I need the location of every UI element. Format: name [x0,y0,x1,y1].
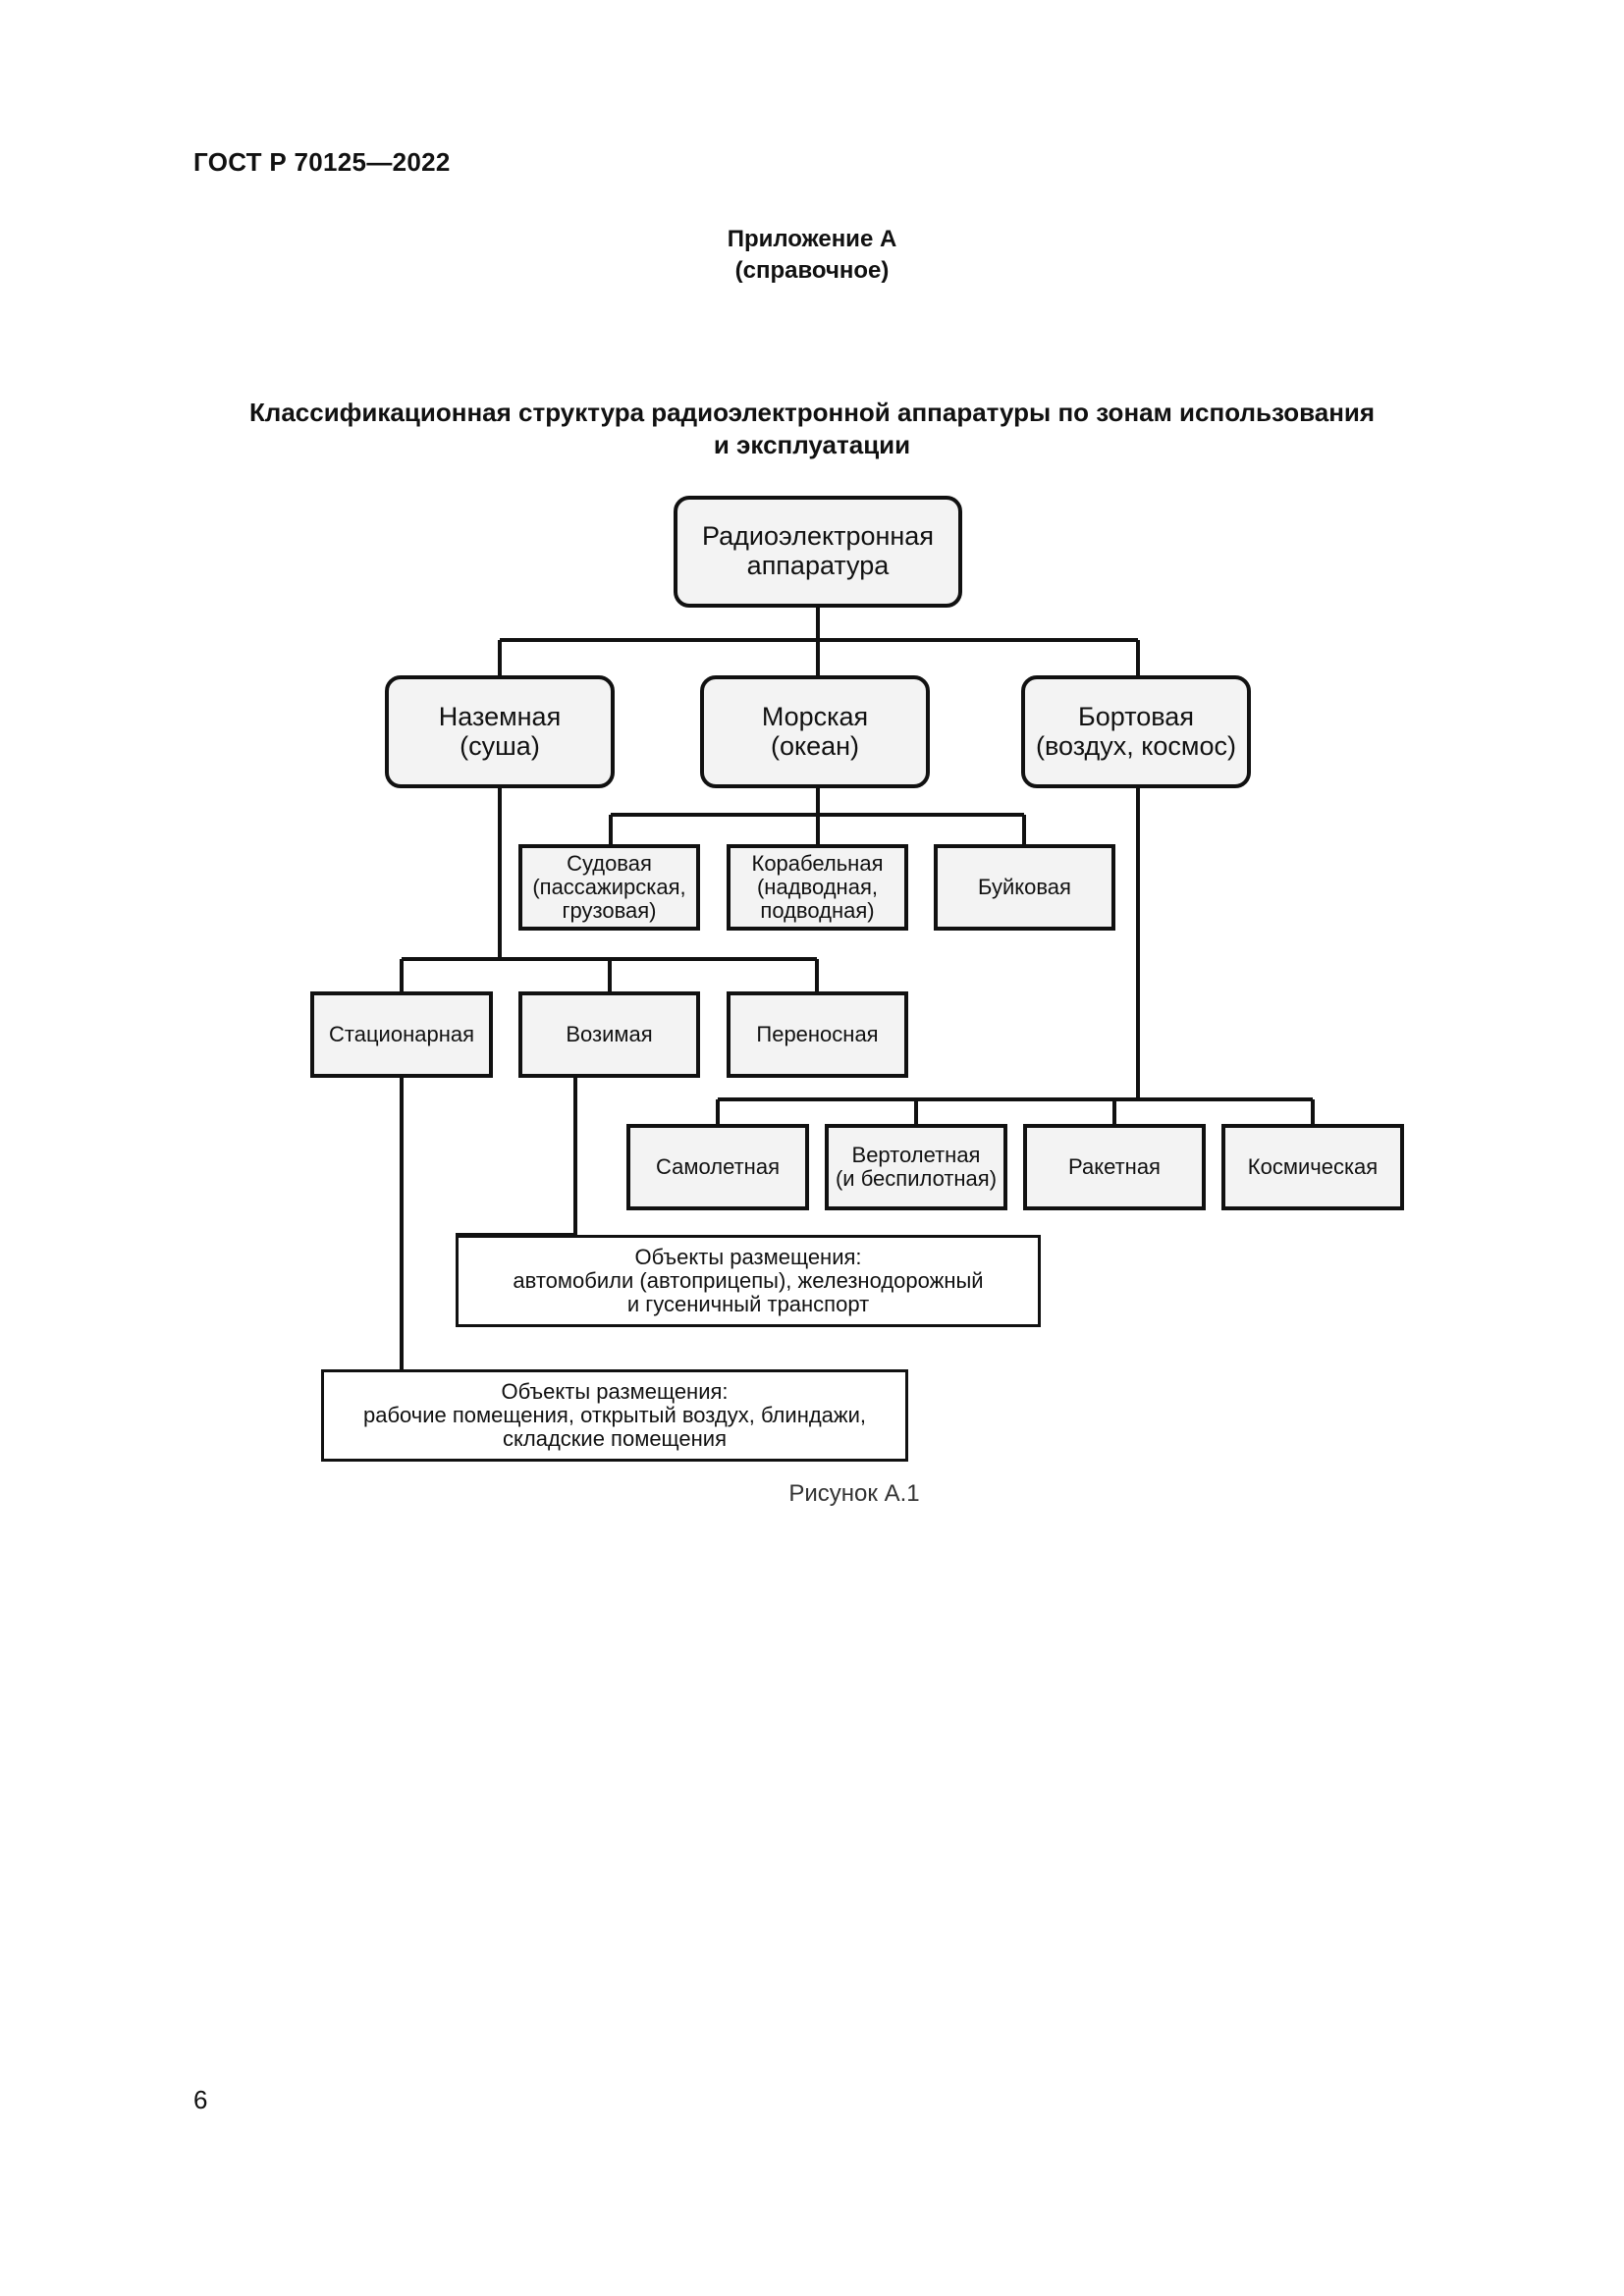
portable-node: Переносная [727,991,908,1078]
vehicle-objects-node-label: Объекты размещения: автомобили (автоприц… [513,1244,984,1317]
ship-civil-node-label: Судовая (пассажирская, грузовая) [532,850,686,924]
ship-navy-node-label: Корабельная (надводная, подводная) [751,850,884,924]
aircraft-node-label: Самолетная [656,1153,780,1179]
figure-caption: Рисунок А.1 [788,1480,920,1507]
stationary-node-label: Стационарная [329,1021,474,1046]
stationary-objects-node: Объекты размещения: рабочие помещения, о… [321,1369,908,1462]
ground-node-label: Наземная (суша) [438,701,562,761]
aircraft-node: Самолетная [626,1124,809,1210]
airborne-node: Бортовая (воздух, космос) [1021,675,1251,788]
vehicle-objects-node: Объекты размещения: автомобили (автоприц… [456,1235,1041,1327]
sea-node-label: Морская (океан) [761,701,869,761]
airborne-node-label: Бортовая (воздух, космос) [1036,701,1236,761]
stationary-node: Стационарная [310,991,493,1078]
ship-navy-node: Корабельная (надводная, подводная) [727,844,908,931]
rocket-node-label: Ракетная [1068,1153,1161,1179]
portable-node-label: Переносная [756,1021,879,1046]
ship-civil-node: Судовая (пассажирская, грузовая) [518,844,700,931]
figure-title-line-2: и эксплуатации [713,430,911,459]
figure-title-line-1: Классификационная структура радиоэлектро… [248,398,1376,427]
vehicle-node: Возимая [518,991,700,1078]
sea-node: Морская (океан) [700,675,930,788]
rocket-node: Ракетная [1023,1124,1206,1210]
root-node-label: Радиоэлектронная аппаратура [702,521,934,580]
helicopter-node-label: Вертолетная (и беспилотная) [835,1142,998,1191]
vehicle-node-label: Возимая [566,1021,653,1046]
helicopter-node: Вертолетная (и беспилотная) [825,1124,1007,1210]
document-code: ГОСТ Р 70125—2022 [193,147,451,177]
stationary-objects-node-label: Объекты размещения: рабочие помещения, о… [362,1378,867,1452]
buoy-node-label: Буйковая [978,874,1071,899]
appendix-type: (справочное) [734,257,890,284]
buoy-node: Буйковая [934,844,1115,931]
page-number: 6 [193,2085,208,2114]
root-node: Радиоэлектронная аппаратура [674,496,962,608]
appendix-label: Приложение А [727,226,897,252]
space-node-label: Космическая [1247,1153,1379,1179]
ground-node: Наземная (суша) [385,675,615,788]
space-node: Космическая [1221,1124,1404,1210]
